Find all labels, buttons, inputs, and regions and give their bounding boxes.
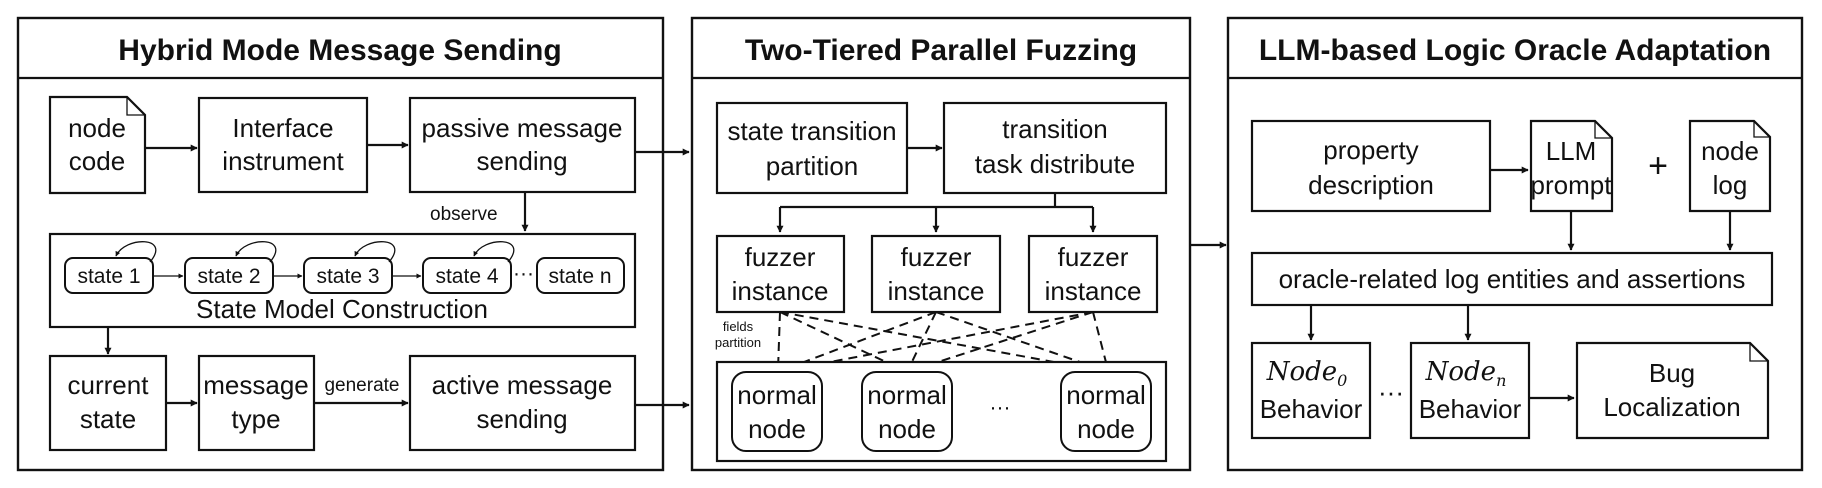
- loop-arrow: [235, 241, 277, 263]
- state-transition-partition-box: state transition partition: [715, 101, 909, 195]
- passive-message-sending-box: passive message sending: [408, 96, 637, 194]
- message-type-box: message type: [197, 354, 316, 452]
- svg-text:normal: normal: [1066, 380, 1145, 410]
- panel-llm-oracle: LLM-based Logic Oracle Adaptation proper…: [1226, 16, 1804, 472]
- svg-text:state 2: state 2: [197, 265, 260, 288]
- svg-text:fuzzer: fuzzer: [1058, 242, 1129, 272]
- state-model-box: State Model Construction state 1 state 2…: [48, 232, 637, 329]
- normal-nodes-container: normal node normal node normal node ···: [715, 360, 1168, 463]
- state-node: state n: [536, 257, 625, 294]
- svg-text:state 3: state 3: [316, 265, 379, 288]
- state-node: state 2: [184, 257, 274, 294]
- svg-text:state 4: state 4: [435, 265, 498, 288]
- interface-instrument-box: Interface instrument: [197, 96, 369, 194]
- property-description-box: property description: [1250, 119, 1492, 213]
- svg-text:state n: state n: [548, 265, 611, 288]
- panel-parallel-fuzzing: Two-Tiered Parallel Fuzzing state transi…: [690, 16, 1192, 472]
- svg-text:transition: transition: [1002, 114, 1108, 144]
- node-log-box: node log: [1688, 119, 1772, 213]
- panel-hybrid-mode: Hybrid Mode Message Sending node code In…: [16, 16, 665, 472]
- state-model-label: State Model Construction: [196, 294, 488, 324]
- loop-arrow: [115, 241, 157, 263]
- noden-behavior-box: Noden Behavior: [1409, 341, 1531, 440]
- transition-task-distribute-box: transition task distribute: [942, 101, 1168, 195]
- svg-text:Localization: Localization: [1603, 392, 1740, 422]
- svg-text:state transition: state transition: [727, 116, 896, 146]
- active-message-sending-box: active message sending: [408, 354, 637, 452]
- llm-prompt-box: LLM prompt: [1529, 119, 1614, 213]
- svg-text:Behavior: Behavior: [1260, 394, 1363, 424]
- node0-behavior-box: Node0 Behavior: [1250, 341, 1372, 440]
- loop-arrow: [473, 241, 515, 263]
- svg-text:Noden: Noden: [1425, 357, 1507, 390]
- svg-text:task distribute: task distribute: [975, 149, 1135, 179]
- loop-arrow: [354, 241, 396, 263]
- svg-text:normal: normal: [737, 380, 816, 410]
- svg-text:instance: instance: [888, 276, 985, 306]
- svg-text:node: node: [748, 414, 806, 444]
- svg-text:instance: instance: [1045, 276, 1142, 306]
- svg-text:node: node: [1077, 414, 1135, 444]
- svg-text:node: node: [68, 113, 126, 143]
- svg-text:prompt: prompt: [1531, 170, 1613, 200]
- fork-arrows: [776, 193, 1097, 233]
- state-node: state 4: [422, 257, 512, 294]
- generate-label: generate: [324, 375, 399, 396]
- state-ellipsis: ···: [513, 262, 534, 285]
- svg-text:log: log: [1713, 170, 1748, 200]
- svg-text:message: message: [203, 370, 309, 400]
- svg-text:Behavior: Behavior: [1419, 394, 1522, 424]
- current-state-box: current state: [48, 354, 168, 452]
- svg-text:node: node: [1701, 136, 1759, 166]
- fuzzer-instance-box: fuzzer instance: [870, 234, 1002, 314]
- svg-text:partition: partition: [766, 151, 859, 181]
- fuzzer-instance-box: fuzzer instance: [1027, 234, 1159, 314]
- panel-title-fuzzing: Two-Tiered Parallel Fuzzing: [745, 34, 1137, 67]
- panel-title-hybrid: Hybrid Mode Message Sending: [118, 34, 561, 67]
- svg-text:node: node: [878, 414, 936, 444]
- fields-partition-label: fields: [723, 319, 754, 334]
- svg-text:state: state: [80, 404, 136, 434]
- log-entities-box: oracle-related log entities and assertio…: [1250, 251, 1774, 307]
- state-node: state 3: [303, 257, 393, 294]
- svg-text:description: description: [1308, 170, 1434, 200]
- node-code-box: node code: [48, 95, 147, 195]
- svg-text:property: property: [1323, 135, 1418, 165]
- svg-text:oracle-related log entities an: oracle-related log entities and assertio…: [1279, 264, 1746, 294]
- dashed-dispatch-arrows: [774, 311, 1110, 373]
- svg-text:current: current: [68, 370, 150, 400]
- plus-sign: +: [1648, 147, 1668, 185]
- svg-text:sending: sending: [476, 404, 567, 434]
- observe-label: observe: [430, 204, 498, 225]
- behavior-ellipsis: ···: [1378, 377, 1404, 407]
- normal-node-ellipsis: ···: [990, 396, 1011, 419]
- svg-text:Interface: Interface: [232, 113, 333, 143]
- normal-node: normal node: [731, 371, 823, 452]
- svg-text:instance: instance: [732, 276, 829, 306]
- svg-text:Node0: Node0: [1266, 357, 1348, 390]
- panel-title-oracle: LLM-based Logic Oracle Adaptation: [1259, 34, 1771, 67]
- svg-text:fuzzer: fuzzer: [745, 242, 816, 272]
- svg-text:type: type: [231, 404, 280, 434]
- fuzzer-instance-box: fuzzer instance: [715, 234, 846, 314]
- svg-text:LLM: LLM: [1546, 136, 1597, 166]
- svg-text:Bug: Bug: [1649, 358, 1695, 388]
- svg-text:code: code: [69, 146, 125, 176]
- bug-localization-box: Bug Localization: [1575, 341, 1770, 440]
- fields-partition-label: partition: [715, 335, 761, 350]
- state-node: state 1: [64, 257, 154, 294]
- svg-text:active message: active message: [432, 370, 613, 400]
- svg-text:state 1: state 1: [77, 265, 140, 288]
- svg-text:instrument: instrument: [222, 146, 344, 176]
- svg-text:sending: sending: [476, 146, 567, 176]
- normal-node: normal node: [1060, 371, 1152, 452]
- svg-text:fuzzer: fuzzer: [901, 242, 972, 272]
- normal-node: normal node: [861, 371, 953, 452]
- svg-text:passive message: passive message: [422, 113, 623, 143]
- svg-text:normal: normal: [867, 380, 946, 410]
